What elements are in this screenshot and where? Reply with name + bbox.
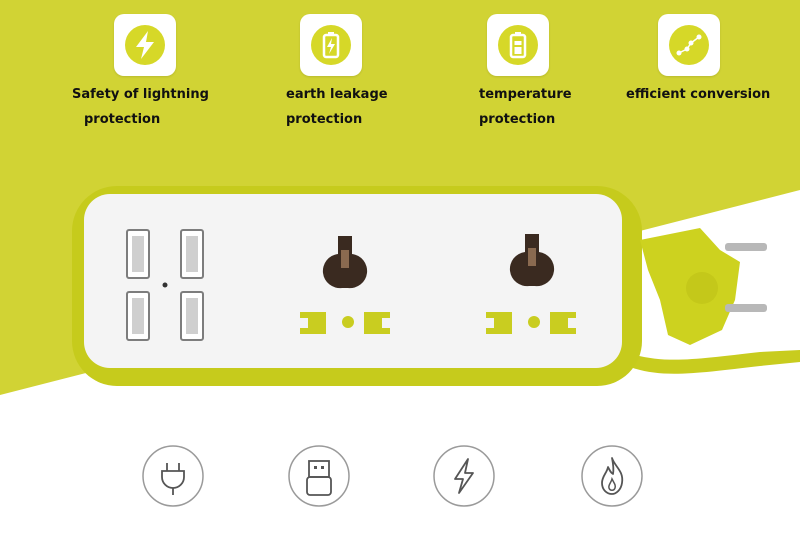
feature-label-line1: temperature — [479, 87, 572, 102]
conversion-nodes-icon — [658, 14, 720, 76]
feature-efficient-conversion: efficient conversion — [626, 14, 796, 107]
power-cable — [618, 350, 800, 374]
usb-port-tongue — [186, 298, 198, 334]
feature-label-line2: protection — [286, 112, 363, 127]
socket-left-pin — [300, 312, 326, 334]
battery-charge-icon — [300, 14, 362, 76]
socket-center-hole — [528, 316, 540, 328]
lightning-icon — [114, 14, 176, 76]
plug-pin — [725, 243, 767, 251]
flame-icon — [581, 445, 643, 507]
feature-label-line1: earth leakage — [286, 87, 388, 102]
lightning-icon — [433, 445, 495, 507]
universal-socket — [486, 234, 576, 334]
socket-center-hole — [342, 316, 354, 328]
plug-grip — [686, 272, 718, 304]
plug-pin — [725, 304, 767, 312]
usb-port-tongue — [186, 236, 198, 272]
feature-earth-leakage-protection: earth leakage protection — [286, 14, 456, 132]
feature-lightning-protection: Safety of lightning protection — [72, 14, 242, 132]
socket-right-pin — [364, 312, 390, 334]
feature-label: Safety of lightning protection — [72, 82, 242, 132]
plug-icon — [142, 445, 204, 507]
feature-label: temperature protection — [479, 82, 649, 132]
socket-shutter — [341, 250, 349, 268]
usb-ports — [126, 229, 204, 341]
feature-label-line2: protection — [84, 112, 161, 127]
feature-label-line1: efficient conversion — [626, 87, 771, 102]
socket-shutter — [528, 248, 536, 266]
feature-temperature-protection: temperature protection — [479, 14, 649, 132]
universal-socket — [300, 236, 390, 334]
battery-temperature-icon — [487, 14, 549, 76]
feature-label: efficient conversion — [626, 82, 796, 107]
indicator-led — [162, 282, 168, 288]
usb-port-tongue — [132, 236, 144, 272]
feature-label-line1: Safety of lightning — [72, 87, 209, 102]
socket-right-pin — [550, 312, 576, 334]
socket-left-pin — [486, 312, 512, 334]
usb-icon — [288, 445, 350, 507]
feature-label: earth leakage protection — [286, 82, 456, 132]
eu-plug — [640, 228, 767, 345]
usb-port-tongue — [132, 298, 144, 334]
feature-label-line2: protection — [479, 112, 556, 127]
